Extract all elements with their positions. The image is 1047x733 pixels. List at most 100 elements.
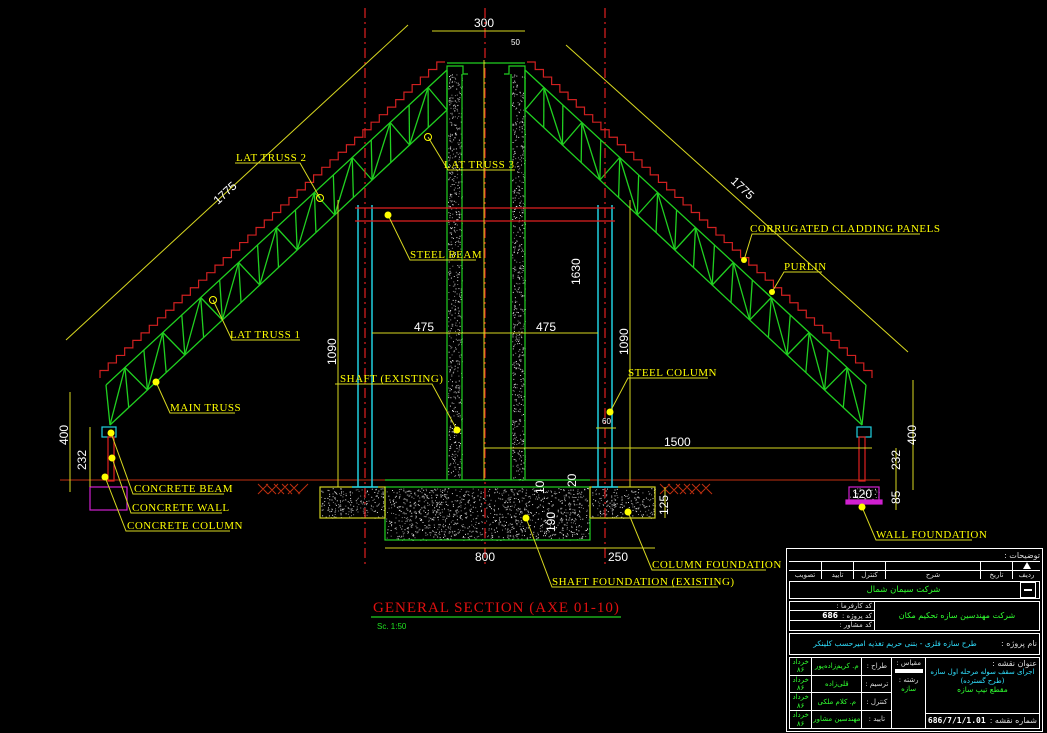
truss-diagonal [296, 192, 316, 251]
truss-web [823, 349, 829, 391]
logo-mark-icon [1020, 582, 1036, 598]
dim-1090-left: 1090 [325, 338, 339, 365]
tb-client: شرکت سیمان شمال [866, 584, 941, 595]
rev-col-header: تاریخ [980, 570, 1012, 579]
truss-web [105, 384, 111, 426]
tb-drawing-no-label: شماره نقشه : [989, 716, 1037, 726]
truss-diagonal [162, 332, 186, 356]
truss-web [617, 157, 621, 198]
truss-diagonal [749, 297, 772, 321]
person-date: خرداد ۸۶ [792, 657, 809, 675]
label-lat-truss-2: LAT TRUSS 2 [236, 152, 307, 164]
rev-col-header: تصویب [794, 570, 816, 579]
label-column-foundation: COLUMN FOUNDATION [652, 559, 782, 571]
main-truss-left [105, 69, 448, 426]
axis-lines [364, 8, 606, 565]
truss-diagonal [184, 297, 202, 356]
truss-web [599, 139, 602, 181]
truss-diagonal [786, 332, 810, 356]
truss-diagonal [770, 297, 788, 356]
truss-diagonal [732, 262, 751, 321]
truss-diagonal [656, 192, 676, 251]
dim-1775-right: 1775 [728, 174, 757, 203]
foundations [319, 479, 656, 541]
rev-col-header: کنترل [853, 570, 885, 579]
dim-232-right: 232 [889, 450, 903, 470]
truss-diagonal [146, 332, 164, 391]
truss-diagonal [238, 262, 261, 286]
truss-diagonal [124, 367, 148, 391]
steel-columns [352, 205, 618, 488]
truss-diagonal [408, 87, 429, 146]
truss-web [636, 174, 640, 216]
tb-drawing-no: 686/7/1/1.01 [927, 716, 986, 726]
dim-475-right: 475 [536, 320, 556, 334]
dim-232-left: 232 [75, 450, 89, 470]
dim-1630: 1630 [569, 258, 583, 285]
dim-85: 85 [889, 490, 903, 504]
tb-project-code: 686 [822, 611, 838, 621]
truss-web [332, 174, 336, 216]
cladding-profile [99, 61, 445, 378]
truss-diagonal [427, 87, 448, 111]
dim-120: 120 [852, 487, 872, 501]
truss-web [389, 122, 392, 163]
person-name: قلی‌زاده [811, 675, 861, 693]
dimension-texts: 300 50 1775 1775 1630 1090 1090 475 475 … [57, 16, 919, 564]
steel-beam [355, 207, 615, 222]
dim-475-left: 475 [414, 320, 434, 334]
tb-consultant-code-label: کد مشاور : [839, 621, 872, 630]
tb-client-code-label: کد کارفرما : [836, 602, 872, 610]
truss-diagonal [846, 367, 863, 426]
person-name: مهندسین مشاور [811, 711, 861, 728]
truss-web [370, 139, 373, 181]
person-role: طراح : [861, 657, 891, 675]
tb-consultant-box: شرکت مهندسین سازه تحکیم مکان کد کارفرما … [789, 601, 1040, 631]
dim-300: 300 [474, 16, 494, 30]
truss-diagonal [200, 297, 223, 321]
label-shaft-foundation: SHAFT FOUNDATION (EXISTING) [552, 576, 735, 588]
dim-125: 125 [657, 495, 671, 515]
truss-diagonal [389, 122, 411, 146]
concrete-wall-left [89, 426, 128, 511]
truss-web [351, 157, 355, 198]
truss-web [313, 192, 317, 233]
rev-col-header: شرح [885, 570, 980, 579]
truss-web [580, 122, 583, 163]
person-date: خرداد ۸۶ [792, 711, 809, 728]
truss-diagonal [276, 227, 298, 251]
label-main-truss: MAIN TRUSS [170, 402, 241, 414]
truss-web [219, 279, 223, 321]
truss-web [786, 314, 791, 356]
dimension-lines [65, 24, 914, 549]
truss-web [181, 314, 186, 356]
tb-bottom: عنوان نقشه : اجرای سقف سوله مرحله اول سا… [789, 656, 1040, 729]
person-date: خرداد ۸۶ [792, 693, 809, 710]
truss-diagonal [581, 122, 601, 181]
truss-diagonal [636, 192, 659, 216]
tb-notes: توضیحات : [1004, 551, 1040, 560]
truss-diagonal [619, 157, 638, 216]
person-role: تایید : [861, 711, 891, 728]
truss-diagonal [808, 332, 826, 391]
truss-web [655, 192, 659, 233]
rev-col-header: تایید [821, 570, 853, 579]
truss-diagonal [259, 227, 278, 286]
truss-web [692, 227, 697, 268]
label-purlin: PURLIN [784, 261, 827, 273]
label-lat-truss-1: LAT TRUSS 1 [230, 329, 301, 341]
main-truss-right [524, 69, 867, 426]
truss-diagonal [674, 227, 696, 251]
dim-50: 50 [511, 38, 520, 47]
truss-diagonal [543, 87, 564, 146]
dim-10: 10 [533, 480, 547, 494]
tb-drawing-title-label: عنوان نقشه : [992, 658, 1037, 668]
labels: LAT TRUSS 2 LAT TRUSS 3 STEEL BEAM LAT T… [127, 152, 987, 588]
dim-250: 250 [608, 550, 628, 564]
tb-discipline-label: رشته : [898, 676, 919, 685]
drawing-scale: Sc. 1:50 [377, 622, 407, 631]
label-concrete-wall: CONCRETE WALL [132, 502, 230, 514]
truss-diagonal [711, 262, 734, 286]
